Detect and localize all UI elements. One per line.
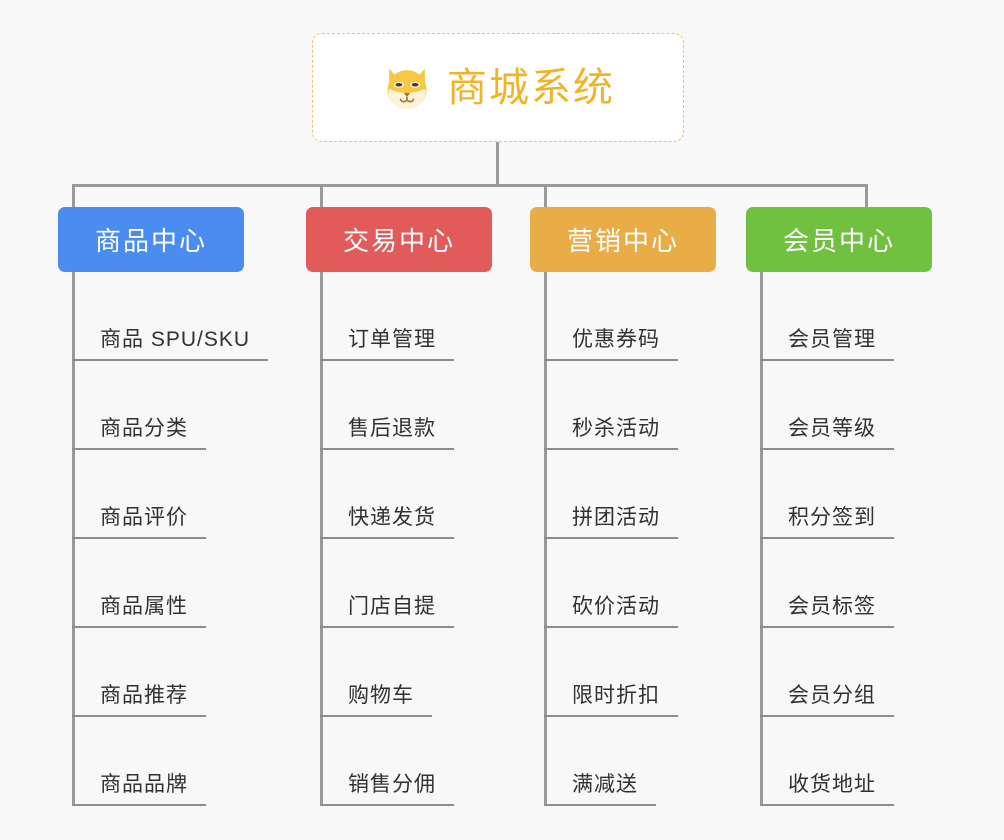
category-node-4[interactable]: 会员中心 xyxy=(746,207,932,272)
leaf-label: 快递发货 xyxy=(348,505,436,529)
leaf-item[interactable]: 会员标签 xyxy=(746,539,932,628)
branch-column-3: 营销中心 优惠券码 秒杀活动 拼团活动 砍价活动 限时折扣 满减送 xyxy=(530,207,716,806)
leaf-label: 商品分类 xyxy=(100,416,188,440)
leaf-label: 会员分组 xyxy=(788,683,876,707)
leaf-item[interactable]: 销售分佣 xyxy=(306,717,492,806)
leaf-list-2: 订单管理 售后退款 快递发货 门店自提 购物车 销售分佣 xyxy=(306,272,492,806)
leaf-item[interactable]: 秒杀活动 xyxy=(530,361,716,450)
leaf-label: 商品 SPU/SKU xyxy=(100,327,251,351)
category-node-1[interactable]: 商品中心 xyxy=(58,207,244,272)
leaf-item[interactable]: 商品评价 xyxy=(58,450,268,539)
leaf-item[interactable]: 砍价活动 xyxy=(530,539,716,628)
connector-drop-1 xyxy=(72,184,75,209)
leaf-label: 订单管理 xyxy=(348,327,436,351)
leaf-item[interactable]: 商品品牌 xyxy=(58,717,268,806)
leaf-label: 商品推荐 xyxy=(100,683,188,707)
leaf-item[interactable]: 拼团活动 xyxy=(530,450,716,539)
connector-horizontal-bus xyxy=(72,184,868,187)
leaf-label: 会员管理 xyxy=(788,327,876,351)
branch-column-1: 商品中心 商品 SPU/SKU 商品分类 商品评价 商品属性 商品推荐 商品品牌 xyxy=(58,207,269,806)
leaf-list-3: 优惠券码 秒杀活动 拼团活动 砍价活动 限时折扣 满减送 xyxy=(530,272,716,806)
category-label: 交易中心 xyxy=(342,226,455,256)
leaf-label: 满减送 xyxy=(572,772,638,796)
leaf-label: 会员等级 xyxy=(788,416,876,440)
leaf-label: 会员标签 xyxy=(788,594,876,618)
connector-root-stem xyxy=(496,142,499,186)
connector-drop-4 xyxy=(865,184,868,209)
leaf-label: 限时折扣 xyxy=(572,683,660,707)
leaf-label: 门店自提 xyxy=(348,594,436,618)
branch-spine-2 xyxy=(320,272,323,806)
connector-drop-3 xyxy=(544,184,547,209)
leaf-label: 拼团活动 xyxy=(572,505,660,529)
leaf-label: 销售分佣 xyxy=(348,772,436,796)
leaf-label: 售后退款 xyxy=(348,416,436,440)
category-label: 会员中心 xyxy=(782,226,895,256)
leaf-item[interactable]: 门店自提 xyxy=(306,539,492,628)
leaf-label: 积分签到 xyxy=(788,505,876,529)
branch-column-4: 会员中心 会员管理 会员等级 积分签到 会员标签 会员分组 收货地址 xyxy=(746,207,932,806)
branch-spine-4 xyxy=(760,272,763,806)
leaf-item[interactable]: 积分签到 xyxy=(746,450,932,539)
leaf-list-1: 商品 SPU/SKU 商品分类 商品评价 商品属性 商品推荐 商品品牌 xyxy=(58,272,269,806)
leaf-item[interactable]: 收货地址 xyxy=(746,717,932,806)
leaf-label: 秒杀活动 xyxy=(572,416,660,440)
leaf-item[interactable]: 售后退款 xyxy=(306,361,492,450)
category-node-2[interactable]: 交易中心 xyxy=(306,207,492,272)
leaf-item[interactable]: 会员管理 xyxy=(746,272,932,361)
leaf-item[interactable]: 商品属性 xyxy=(58,539,268,628)
category-label: 营销中心 xyxy=(566,226,679,256)
category-label: 商品中心 xyxy=(94,226,207,256)
leaf-label: 购物车 xyxy=(348,683,414,707)
leaf-label: 商品品牌 xyxy=(100,772,188,796)
leaf-item[interactable]: 商品推荐 xyxy=(58,628,268,717)
root-node[interactable]: 商城系统 xyxy=(312,33,684,142)
leaf-item[interactable]: 会员分组 xyxy=(746,628,932,717)
root-title: 商城系统 xyxy=(447,65,615,110)
leaf-label: 砍价活动 xyxy=(572,594,660,618)
leaf-item[interactable]: 满减送 xyxy=(530,717,716,806)
branch-column-2: 交易中心 订单管理 售后退款 快递发货 门店自提 购物车 销售分佣 xyxy=(306,207,492,806)
leaf-item[interactable]: 会员等级 xyxy=(746,361,932,450)
leaf-item[interactable]: 购物车 xyxy=(306,628,492,717)
branch-spine-3 xyxy=(544,272,547,806)
leaf-item[interactable]: 商品 SPU/SKU xyxy=(58,272,269,361)
leaf-item[interactable]: 优惠券码 xyxy=(530,272,716,361)
leaf-item[interactable]: 商品分类 xyxy=(58,361,268,450)
leaf-item[interactable]: 限时折扣 xyxy=(530,628,716,717)
leaf-item[interactable]: 快递发货 xyxy=(306,450,492,539)
leaf-item[interactable]: 订单管理 xyxy=(306,272,492,361)
leaf-list-4: 会员管理 会员等级 积分签到 会员标签 会员分组 收货地址 xyxy=(746,272,932,806)
leaf-label: 商品评价 xyxy=(100,505,188,529)
connector-drop-2 xyxy=(320,184,323,209)
branch-spine-1 xyxy=(72,272,75,806)
leaf-label: 收货地址 xyxy=(788,772,876,796)
category-node-3[interactable]: 营销中心 xyxy=(530,207,716,272)
shiba-dog-face-icon xyxy=(387,68,427,109)
leaf-label: 优惠券码 xyxy=(572,327,660,351)
leaf-label: 商品属性 xyxy=(100,594,188,618)
